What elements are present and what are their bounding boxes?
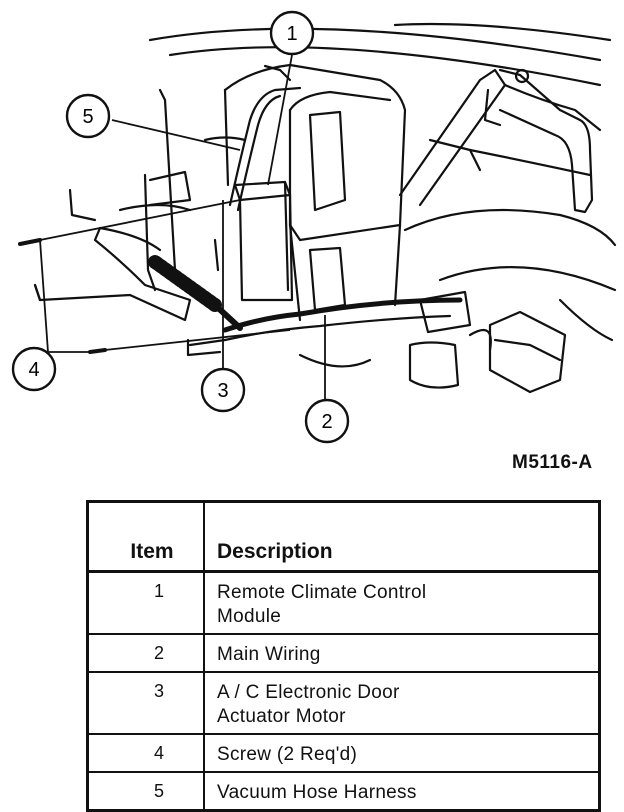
row-description: Remote Climate Control Module xyxy=(203,570,601,635)
figure-code: M5116-A xyxy=(512,452,593,473)
row-item: 5 xyxy=(86,771,205,812)
row-description: A / C Electronic Door Actuator Motor xyxy=(203,671,601,735)
exploded-view-illustration: 1 5 4 3 2 xyxy=(11,10,617,444)
row-description: Main Wiring xyxy=(203,633,601,673)
callout-3: 3 xyxy=(200,367,246,413)
row-item: 3 xyxy=(86,671,205,735)
callout-5-number: 5 xyxy=(82,106,93,128)
row-description: Vacuum Hose Harness xyxy=(203,771,601,812)
table-header-row: Item Description xyxy=(86,500,601,573)
row-description: Screw (2 Req'd) xyxy=(203,733,601,773)
row-item: 1 xyxy=(86,570,205,635)
row-item: 2 xyxy=(86,633,205,673)
table-row: 5 Vacuum Hose Harness xyxy=(86,771,601,812)
callout-4-number: 4 xyxy=(28,359,39,381)
header-description: Description xyxy=(203,500,601,573)
callout-1-number: 1 xyxy=(286,23,297,45)
callout-2-number: 2 xyxy=(321,411,332,433)
callout-2: 2 xyxy=(304,398,350,444)
row-description-text: Remote Climate Control Module xyxy=(217,582,427,627)
callout-1: 1 xyxy=(269,10,315,56)
callout-3-number: 3 xyxy=(217,380,228,402)
callout-4: 4 xyxy=(11,346,57,392)
parts-table: Item Description 1 Remote Climate Contro… xyxy=(86,500,601,812)
table-row: 1 Remote Climate Control Module xyxy=(86,570,601,635)
row-item: 4 xyxy=(86,733,205,773)
table-row: 3 A / C Electronic Door Actuator Motor xyxy=(86,671,601,735)
table-row: 4 Screw (2 Req'd) xyxy=(86,733,601,773)
table-row: 2 Main Wiring xyxy=(86,633,601,673)
header-item: Item xyxy=(86,500,205,573)
row-description-text: A / C Electronic Door Actuator Motor xyxy=(217,682,400,727)
callout-5: 5 xyxy=(65,93,111,139)
